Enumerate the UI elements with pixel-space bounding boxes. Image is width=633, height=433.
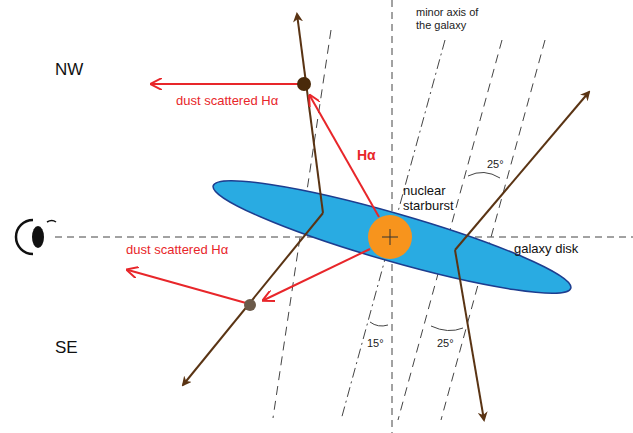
observer-eye: [16, 220, 56, 254]
scatter-label: dust scattered Hα: [126, 243, 228, 258]
dust-cone-lines: [183, 14, 589, 420]
direction-label: SE: [55, 338, 78, 358]
dust-grain: [244, 299, 256, 311]
scatter-label: dust scattered Hα: [176, 94, 278, 109]
node-label: nuclear starburst: [403, 184, 465, 214]
node-label: galaxy disk: [514, 242, 578, 257]
nuclear-starburst: nuclear starburst: [366, 182, 469, 262]
disk-ellipse: [207, 163, 578, 312]
center-mark: [382, 229, 398, 245]
axis-label: minor axis of the galaxy: [414, 6, 494, 31]
dust-grain: [297, 77, 311, 91]
galaxy-disk: galaxy disk nuclear starburst: [200, 170, 590, 310]
reference-lines: [55, 0, 633, 433]
halpha-label: Hα: [357, 147, 376, 163]
starburst-circle: [368, 215, 412, 259]
angle-label: 15°: [367, 337, 384, 350]
angle-label: 25°: [437, 337, 454, 350]
angle-label: 25°: [487, 158, 504, 171]
direction-label: NW: [55, 60, 83, 80]
